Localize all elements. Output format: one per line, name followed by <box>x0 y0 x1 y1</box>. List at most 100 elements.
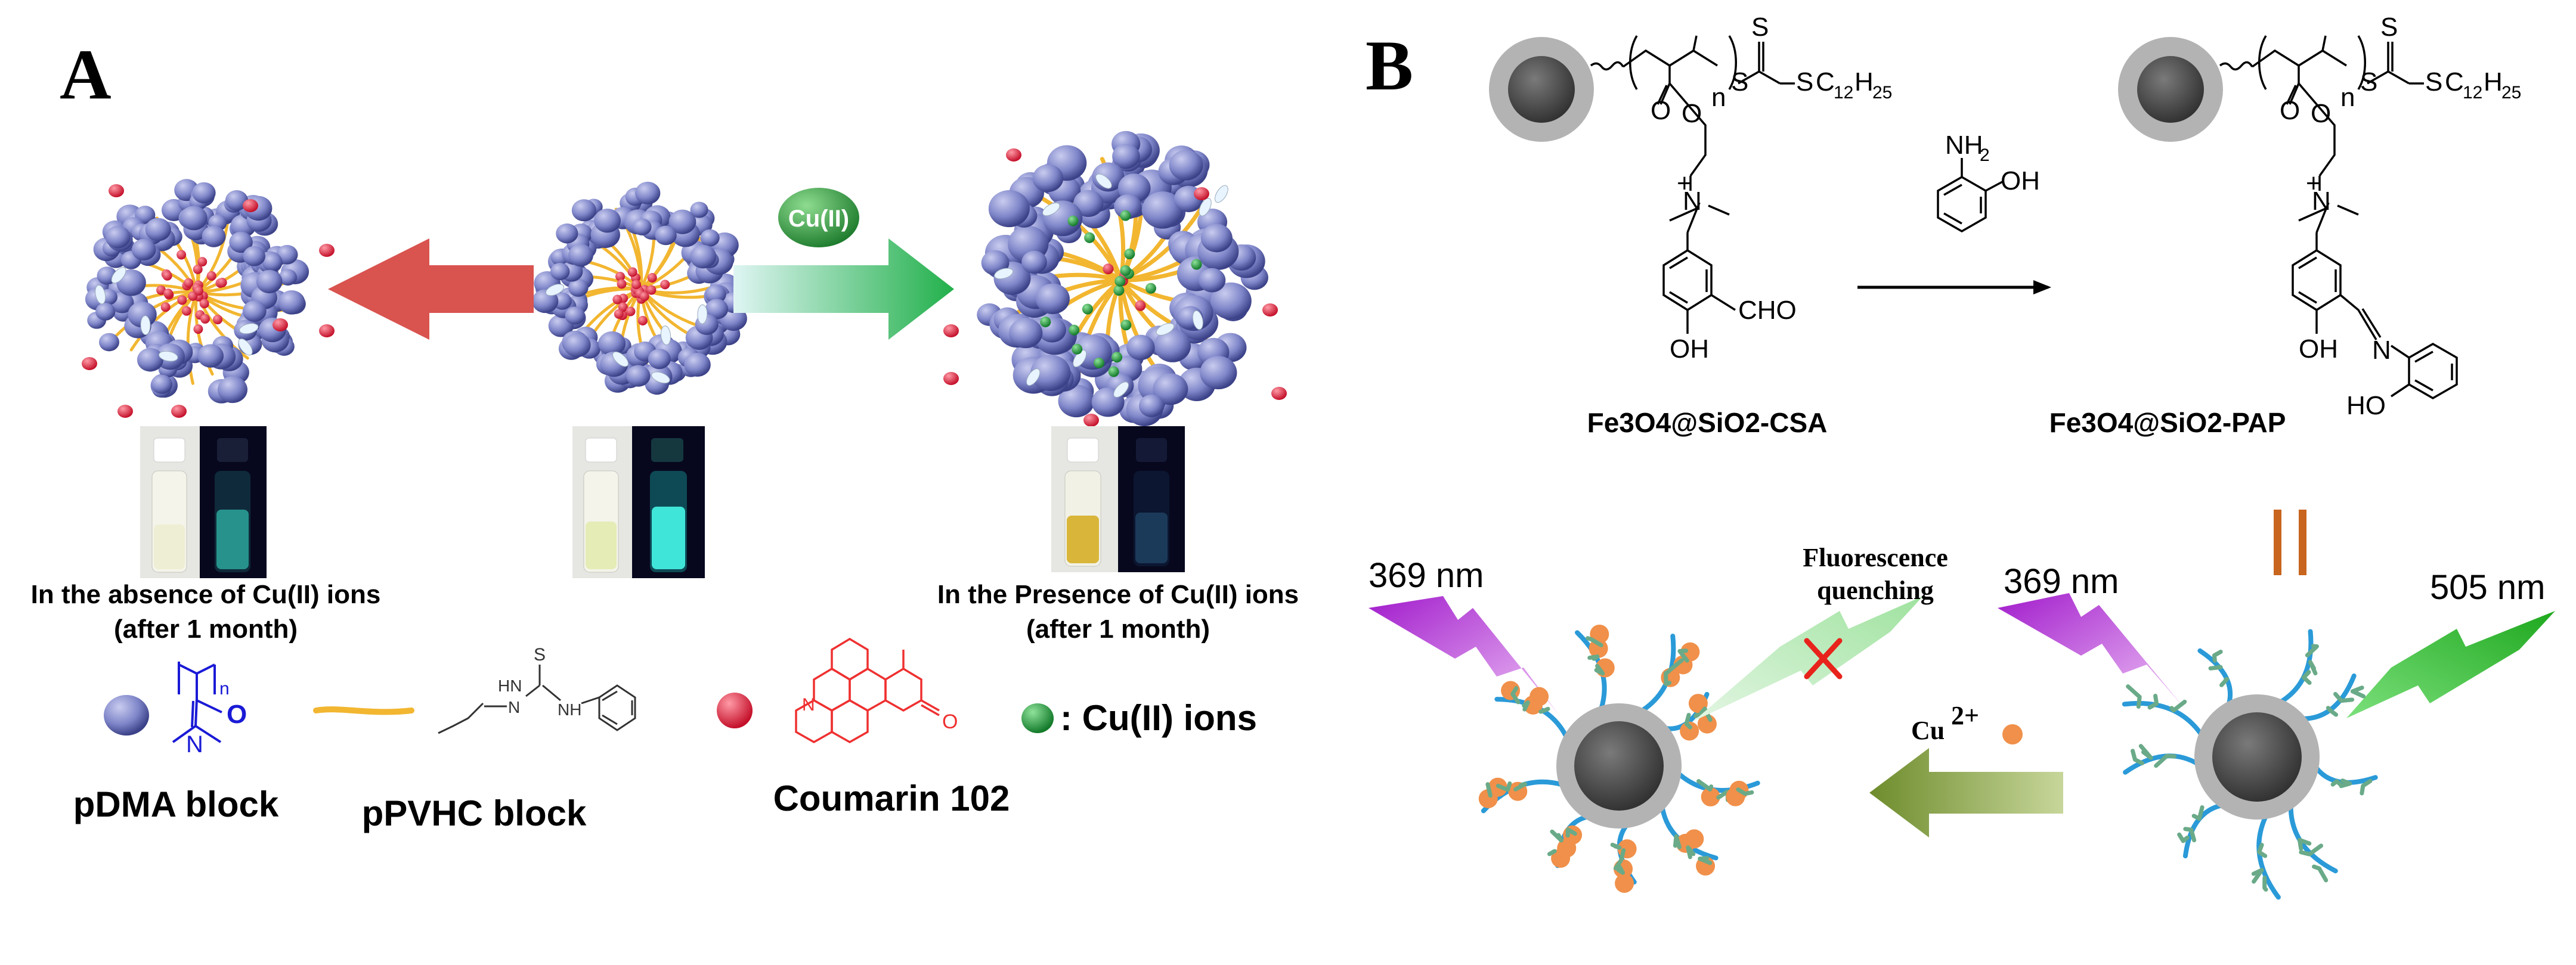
ligand-branch <box>2360 778 2373 796</box>
cu-bound-dot <box>1589 638 1608 658</box>
coumarin-dye <box>177 250 187 260</box>
polymer-arm <box>2300 673 2357 721</box>
pdma-bead <box>242 300 267 322</box>
coumarin-dye <box>1103 263 1114 275</box>
pdma-bead <box>684 352 711 377</box>
micelle-left <box>82 179 335 418</box>
pdma-bead <box>151 374 173 394</box>
spindle <box>545 284 565 296</box>
brush-particle-left <box>1478 624 1760 893</box>
ligand-branch <box>1496 781 1512 792</box>
ligand-branch <box>1616 862 1625 875</box>
ligand-branch <box>2299 843 2324 857</box>
pdma-bead <box>568 278 589 297</box>
spindle <box>1113 381 1129 398</box>
pdma-bead <box>564 333 591 358</box>
legend-coumarin-label: Coumarin 102 <box>773 778 1010 818</box>
pdma-bead <box>105 225 131 249</box>
ligand-branch <box>2297 837 2312 851</box>
coumarin-dye <box>615 271 626 281</box>
coumarin-dye <box>646 285 657 295</box>
pdma-bead <box>568 244 593 267</box>
pdma-bead <box>225 190 249 211</box>
pdma-bead <box>690 244 717 269</box>
cu-ion <box>1067 215 1079 226</box>
ligand-branch <box>1696 779 1714 792</box>
coumarin-dye <box>217 278 227 288</box>
csa-nplus: N <box>1683 187 1702 216</box>
pdma-bead <box>131 238 156 261</box>
caption-presence-line2: (after 1 month) <box>1026 615 1210 644</box>
spindle <box>1042 202 1060 216</box>
coumarin-n: N <box>802 695 815 715</box>
spindle <box>1095 173 1112 189</box>
pap-oh: OH <box>2299 334 2338 364</box>
pdma-bead <box>1030 355 1071 392</box>
compound-pap-label: Fe3O4@SiO2-PAP <box>2049 407 2286 438</box>
pdma-bead <box>137 347 163 372</box>
pdma-n: n <box>219 679 230 699</box>
released-dye <box>171 405 187 418</box>
pdma-bead <box>99 333 120 352</box>
cu-ion <box>1120 210 1131 221</box>
pdma-bead <box>1154 329 1191 362</box>
pdma-n2: N <box>186 731 203 758</box>
pap-n-sub: n <box>2340 83 2355 112</box>
coumarin-dye <box>626 306 636 317</box>
coumarin-dye <box>618 302 628 312</box>
cu-bound-dot <box>1478 789 1498 808</box>
pdma-bead <box>197 344 224 368</box>
cu-ion <box>1111 352 1123 363</box>
pdma-bead <box>705 299 729 319</box>
pdma-bead <box>626 365 651 387</box>
ligand-branch <box>2183 827 2197 843</box>
pap-c12-sub: 12 <box>2463 83 2482 103</box>
panel-a-letter: A <box>60 35 112 114</box>
coumarin-dye <box>162 271 172 281</box>
released-dye <box>1271 387 1287 400</box>
ligand-branch <box>2208 665 2223 671</box>
pdma-bead <box>202 225 226 247</box>
coumarin-dye <box>1135 300 1146 311</box>
vials-left <box>140 426 267 578</box>
cu-ion <box>1120 265 1131 276</box>
ligand-branch <box>1594 663 1605 676</box>
ligand-branch <box>2219 677 2230 687</box>
csa-h25: H <box>1854 67 1874 97</box>
pap-o1: O <box>2280 96 2300 125</box>
ligand-branch <box>2212 650 2223 663</box>
pap-s2: S <box>2380 13 2398 42</box>
released-dye <box>243 199 258 212</box>
ligand-branch <box>2191 805 2205 821</box>
pap-s3: S <box>2425 67 2442 97</box>
released-dye <box>1262 303 1278 317</box>
coumarin-dye <box>639 291 649 302</box>
caption-absence-line1: In the absence of Cu(II) ions <box>31 580 381 609</box>
ligand-branch <box>1510 686 1521 705</box>
pdma-bead <box>1139 394 1165 417</box>
polymer-arm <box>2182 803 2225 859</box>
csa-oh: OH <box>1670 334 1709 364</box>
ligand-branch <box>1673 834 1682 849</box>
spindle <box>238 338 253 356</box>
cu-ion <box>1082 303 1093 315</box>
polymer-chain <box>129 290 199 352</box>
released-dye <box>319 244 335 257</box>
pdma-bead <box>1021 250 1047 274</box>
ligand-branch <box>2308 660 2318 676</box>
ppvhc-s: S <box>534 645 546 665</box>
legend-cu-ions-label: : Cu(II) ions <box>1060 698 1257 738</box>
csa-s2: S <box>1751 13 1769 42</box>
coumarin-dye <box>194 286 204 296</box>
pdma-bead <box>1009 318 1043 349</box>
equivalence-bars <box>2274 510 2306 575</box>
pdma-bead <box>1112 144 1140 169</box>
csa-n-sub: n <box>1711 83 1726 112</box>
ligand-branch <box>2350 685 2366 699</box>
pdma-bead <box>1169 150 1203 181</box>
legend-pdma: n O N pDMA block <box>73 662 279 824</box>
polymer-arm <box>2122 701 2205 737</box>
ppvhc-n: N <box>508 698 520 716</box>
ligand-branch <box>2154 753 2177 768</box>
pdma-bead <box>278 269 298 286</box>
